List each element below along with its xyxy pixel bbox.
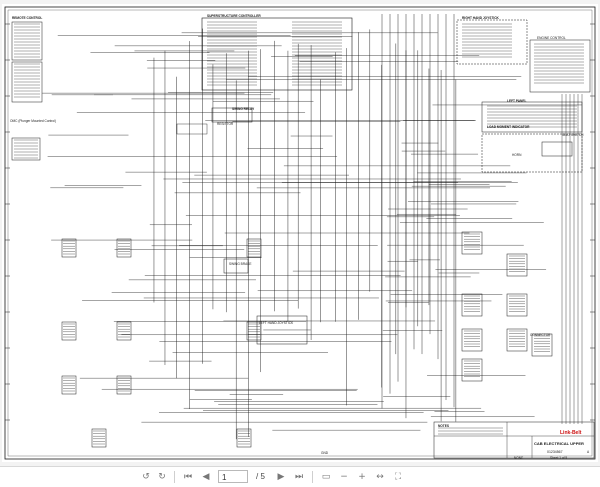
- page-number-input[interactable]: 1: [218, 470, 248, 483]
- zoom-in-icon[interactable]: +: [358, 472, 366, 482]
- prev-page-icon[interactable]: ◀: [202, 472, 210, 482]
- wiring-schematic: [4, 6, 596, 460]
- rotate-left-icon[interactable]: ↺: [142, 472, 150, 482]
- resistor-label: RESISTOR: [217, 122, 234, 126]
- company-logo: Link-Belt: [560, 430, 582, 436]
- rotate-right-icon[interactable]: ↻: [158, 472, 166, 482]
- viewer-toolbar: ↺ ↻ ⏮ ◀ 1 / 5 ▶ ⏭ ▭ − + ↔ ⛶: [0, 466, 600, 487]
- left-panel-label: LEFT PANEL: [507, 99, 527, 103]
- zoom-out-icon[interactable]: −: [340, 472, 348, 482]
- swing-brake-label: SWING BRAKE: [229, 262, 252, 266]
- remote-control-label: REMOTE CONTROL: [12, 16, 43, 20]
- revision-value: A: [587, 450, 590, 454]
- drawing-number: 01234567: [547, 450, 563, 454]
- seat-switch-label: SEAT SWITCH: [562, 133, 584, 137]
- right-joystick-label: RIGHT HAND JOYSTICK: [462, 16, 499, 20]
- fullscreen-icon[interactable]: ⛶: [394, 472, 402, 482]
- left-joystick-label: LEFT HAND JOYSTICK: [259, 321, 294, 325]
- load-moment-label: LOAD MOMENT INDICATOR: [487, 125, 530, 129]
- ground-label: GND: [321, 451, 329, 455]
- next-page-icon[interactable]: ▶: [277, 472, 285, 482]
- fit-icon[interactable]: ▭: [321, 472, 331, 482]
- fit-width-icon[interactable]: ↔: [376, 472, 384, 482]
- section-note: OMC (Plunger Mounted Control): [10, 119, 56, 123]
- last-page-icon[interactable]: ⏭: [294, 472, 304, 482]
- first-page-icon[interactable]: ⏮: [183, 472, 193, 482]
- engine-control-label: ENGINE CONTROL: [537, 36, 566, 40]
- relay-block-label: SWING RELAY: [232, 107, 255, 111]
- drawing-title: CAB ELECTRICAL UPPER: [534, 441, 584, 446]
- schematic-sheet: REMOTE CONTROL OMC (Plunger Mounted Cont…: [2, 4, 598, 462]
- page-total: / 5: [256, 472, 265, 481]
- notes-label: NOTES: [438, 424, 449, 428]
- connector-label: CONNECTOR: [530, 333, 551, 337]
- sheet-number: Sheet 1 of 5: [550, 456, 568, 460]
- controller-header: SUPERSTRUCTURE CONTROLLER: [207, 14, 261, 18]
- horn-label: HORN: [512, 153, 522, 157]
- scale-value: NONE: [514, 456, 524, 460]
